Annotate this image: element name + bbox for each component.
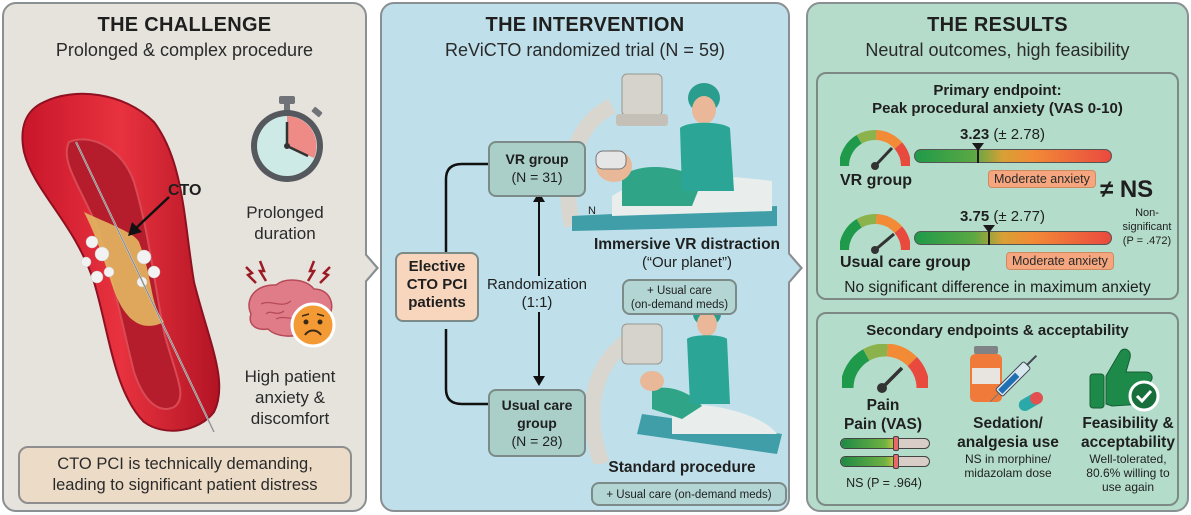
primary-endpoint-panel: Primary endpoint: Peak procedural anxiet… — [816, 72, 1179, 300]
elective-patients-box: Elective CTO PCI patients — [395, 252, 479, 322]
standard-usual-care-box: + Usual care (on-demand meds) — [591, 482, 787, 506]
usual-care-anxiety-category: Moderate anxiety — [1006, 252, 1114, 270]
vr-group-box: VR group (N = 31) — [488, 141, 586, 197]
svg-text:N: N — [588, 205, 596, 217]
challenge-subtitle: Prolonged & complex procedure — [55, 40, 314, 60]
artery-icon — [21, 92, 221, 433]
results-title: THE RESULTS — [927, 14, 1068, 36]
sedation-label: Sedation/ analgesia use — [957, 415, 1059, 451]
pain-label: Pain Pain (VAS) — [843, 397, 923, 433]
challenge-summary: CTO PCI is technically demanding, leadin… — [18, 446, 352, 504]
duration-label: Prolonged duration — [246, 203, 324, 243]
vr-anxiety-category: Moderate anxiety — [988, 170, 1096, 188]
thumbs-up-icon — [1089, 348, 1160, 412]
intervention-title: THE INTERVENTION — [485, 14, 685, 36]
pain-gauge-icon — [842, 344, 928, 393]
usual-care-mean: 3.75 (± 2.77) — [960, 208, 1045, 225]
pain-slider-usual — [892, 454, 899, 469]
anxiety-label: High patient anxiety & discomfort — [244, 367, 336, 428]
vr-group-label: VR group — [840, 172, 912, 189]
cto-arrow-icon — [128, 196, 170, 236]
primary-conclusion: No significant difference in maximum anx… — [844, 279, 1151, 296]
vr-usual-care-box: + Usual care (on-demand meds) — [622, 279, 737, 315]
usual-care-anxiety-bar — [914, 225, 1112, 245]
primary-endpoint-title: Primary endpoint: Peak procedural anxiet… — [872, 82, 1123, 117]
secondary-title: Secondary endpoints & acceptability — [866, 322, 1129, 339]
intervention-subtitle: ReViCTO randomized trial (N = 59) — [445, 40, 725, 60]
challenge-title: THE CHALLENGE — [97, 14, 272, 36]
vr-caption: Immersive VR distraction — [593, 236, 781, 253]
randomization-label: Randomization (1:1) — [482, 276, 592, 312]
results-panel: THE RESULTS Neutral outcomes, high feasi… — [806, 2, 1189, 512]
secondary-endpoints-panel: Secondary endpoints & acceptability Pain… — [816, 312, 1179, 506]
not-significant-label: Non-significant (P = .472) — [1122, 207, 1172, 247]
feasibility-label: Feasibility & acceptability — [1081, 415, 1175, 451]
pain-bar-vr — [840, 438, 930, 449]
challenge-panel: THE CHALLENGE Prolonged & complex proced… — [2, 2, 367, 512]
vr-caption-sub: (“Our planet”) — [641, 254, 733, 271]
vr-anxiety-marker — [972, 143, 985, 163]
stopwatch-icon — [251, 96, 323, 182]
vr-mean: 3.23 (± 2.78) — [960, 126, 1045, 143]
results-subtitle: Neutral outcomes, high feasibility — [865, 40, 1130, 60]
vr-anxiety-bar — [914, 143, 1112, 163]
usual-care-gauge-icon — [840, 214, 910, 254]
standard-scene-illustration — [584, 302, 782, 464]
not-significant-symbol: ≠ NS — [1100, 176, 1154, 203]
pain-slider-vr — [892, 436, 899, 451]
usual-care-group-box: Usual care group (N = 28) — [488, 389, 586, 457]
usual-care-anxiety-marker — [982, 225, 995, 245]
sedation-detail: NS in morphine/ midazolam dose — [964, 452, 1052, 480]
cto-label: CTO — [168, 182, 202, 199]
pain-result: NS (P = .964) — [846, 476, 922, 490]
feasibility-detail: Well-tolerated, 80.6% willing to use aga… — [1086, 452, 1170, 494]
vr-scene-illustration: N — [560, 73, 777, 231]
standard-caption: Standard procedure — [608, 459, 756, 476]
usual-care-group-label: Usual care group — [840, 254, 971, 271]
medication-syringe-icon — [970, 346, 1043, 411]
vr-gauge-icon — [840, 130, 910, 170]
worried-face-icon — [290, 302, 336, 348]
intervention-panel: THE INTERVENTION ReViCTO randomized tria… — [380, 2, 790, 512]
pain-bar-usual — [840, 456, 930, 467]
